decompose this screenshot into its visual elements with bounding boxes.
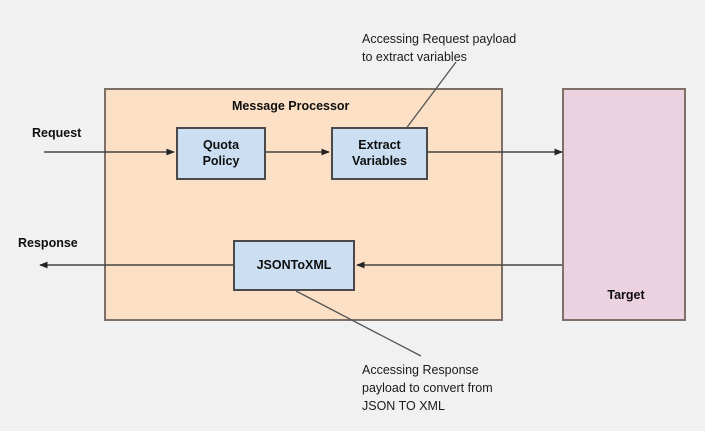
target-label: Target — [607, 288, 645, 302]
policy-box-jsontoxml[interactable]: JSONToXML — [233, 240, 355, 291]
message-processor-label: Message Processor — [232, 99, 350, 113]
response-flow-label: Response — [18, 236, 78, 250]
leader-line-response-annotation — [295, 290, 422, 357]
annotation-request-payload: Accessing Request payload to extract var… — [362, 32, 517, 65]
policy-label-jsontoxml: JSONToXML — [256, 257, 332, 272]
policy-label-line1: Quota — [202, 137, 240, 152]
policy-label-line1: Extract — [358, 137, 401, 152]
policy-label-extract-variables: Extract Variables — [352, 138, 407, 169]
policy-label-line2: Policy — [202, 153, 240, 168]
request-flow-label: Request — [32, 126, 82, 140]
policy-label-quota-policy: Quota Policy — [203, 138, 240, 169]
policy-box-quota-policy[interactable]: Quota Policy — [176, 127, 266, 180]
target-container: Target — [562, 88, 686, 321]
policy-label-line2: Variables — [352, 153, 407, 168]
annotation-response-payload: Accessing Response payload to convert fr… — [362, 363, 493, 414]
policy-box-extract-variables[interactable]: Extract Variables — [331, 127, 428, 180]
leader-line-request-annotation — [404, 61, 457, 131]
